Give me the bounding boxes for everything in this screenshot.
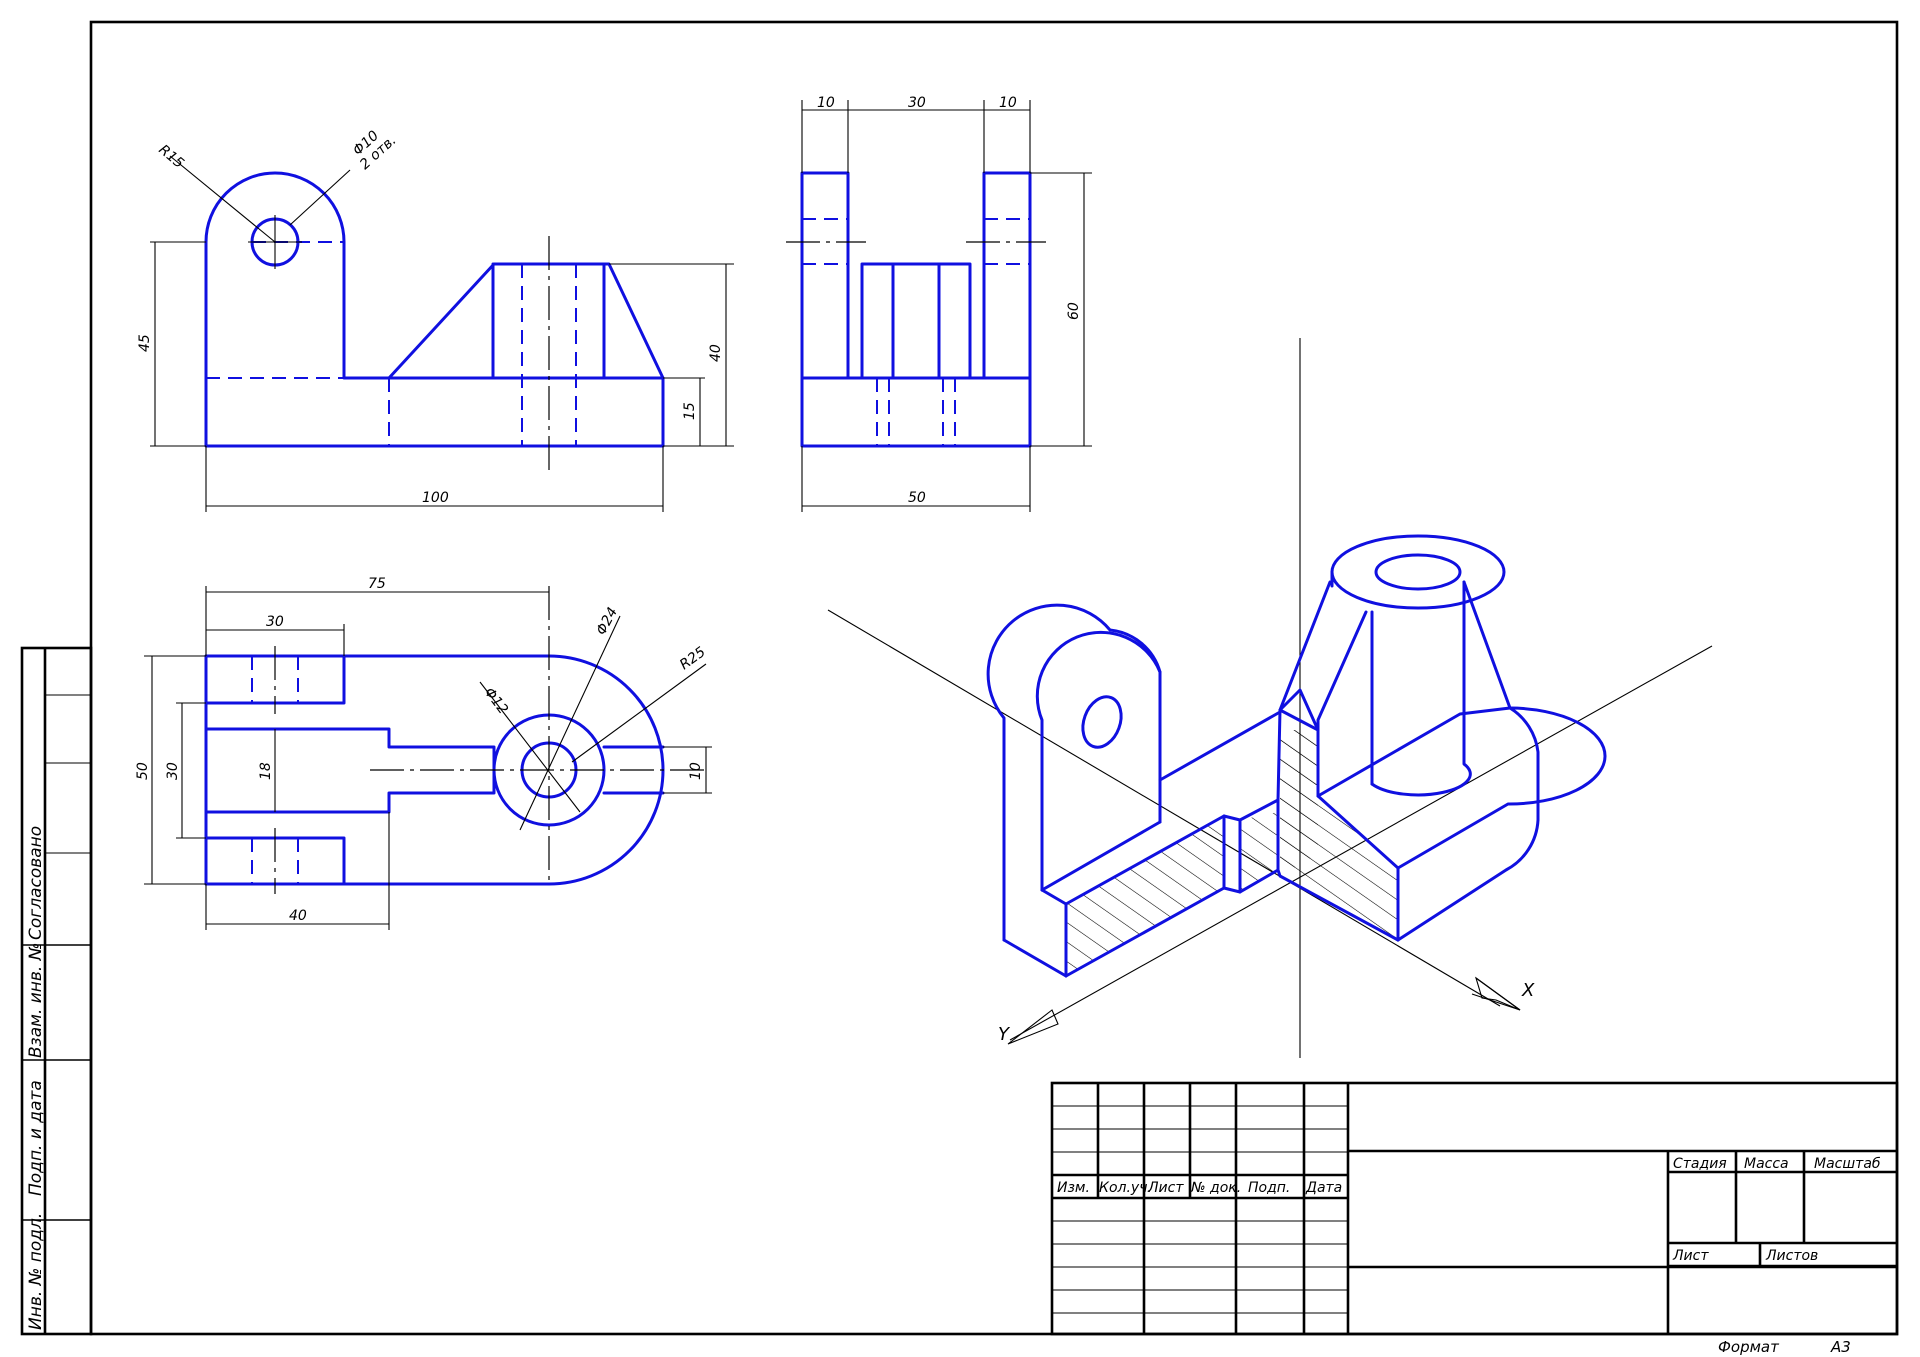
- dim-side-10-left: 10: [817, 95, 835, 111]
- dim-front-100: 100: [422, 490, 449, 506]
- side-stamp: Согласовано Взам. инв. № Подп. и дата Ин…: [20, 646, 93, 1336]
- section-hatch-boss: [1280, 730, 1318, 876]
- dim-top-75: 75: [368, 576, 386, 592]
- dim-side-10-right: 10: [999, 95, 1017, 111]
- side-stamp-inv-orig: Инв. № подл.: [26, 1213, 46, 1330]
- dim-top-50: 50: [135, 762, 151, 780]
- dim-side-50: 50: [908, 490, 926, 506]
- tb-mass: Масса: [1744, 1156, 1789, 1172]
- tb-sheets: Листов: [1765, 1248, 1818, 1264]
- tb-data: Дата: [1305, 1180, 1342, 1196]
- section-hatch-left: [1066, 816, 1224, 976]
- dim-side-30: 30: [908, 95, 926, 111]
- dim-front-r15: R15: [155, 142, 186, 172]
- dim-side-60: 60: [1066, 302, 1082, 320]
- title-block: Изм. Кол.уч. Лист № док. Подп. Дата Стад…: [1050, 1081, 1899, 1336]
- section-hatch-mid: [1240, 812, 1278, 892]
- axis-x-label: X: [1521, 980, 1535, 1001]
- top-view: 75 30 Φ24 R25 Φ12 50 30 18 10 40: [135, 576, 712, 930]
- axis-y-label: Y: [998, 1024, 1011, 1045]
- side-view: 10 30 10 60 50: [786, 95, 1092, 512]
- dim-top-40: 40: [289, 908, 307, 924]
- dim-top-30v: 30: [165, 762, 181, 780]
- dim-front-45: 45: [137, 334, 153, 352]
- dim-top-r25: R25: [677, 644, 709, 673]
- dim-front-15: 15: [682, 402, 698, 420]
- tb-list: Лист: [1147, 1180, 1184, 1196]
- side-stamp-replace-inv: Взам. инв. №: [26, 943, 46, 1058]
- side-stamp-sign-date: Подп. и дата: [26, 1080, 46, 1196]
- tb-sheet: Лист: [1672, 1248, 1709, 1264]
- dim-top-18: 18: [258, 762, 274, 780]
- tb-izm: Изм.: [1057, 1180, 1090, 1196]
- tb-ndok: № док.: [1190, 1180, 1241, 1196]
- tb-kol: Кол.уч.: [1099, 1180, 1152, 1196]
- dim-top-10: 10: [688, 762, 704, 780]
- side-stamp-agreed: Согласовано: [26, 826, 46, 940]
- format-value: А3: [1830, 1338, 1851, 1356]
- front-view: R15 Φ10 2 отв. 45 40 15 100: [137, 128, 734, 512]
- isometric-view: X Y: [827, 338, 1713, 1058]
- tb-podp: Подп.: [1248, 1180, 1290, 1196]
- tb-scale: Масштаб: [1814, 1156, 1881, 1172]
- format-label: Формат: [1718, 1338, 1780, 1356]
- dim-front-40: 40: [708, 344, 724, 362]
- tb-stage: Стадия: [1673, 1156, 1727, 1172]
- dim-top-30: 30: [266, 614, 284, 630]
